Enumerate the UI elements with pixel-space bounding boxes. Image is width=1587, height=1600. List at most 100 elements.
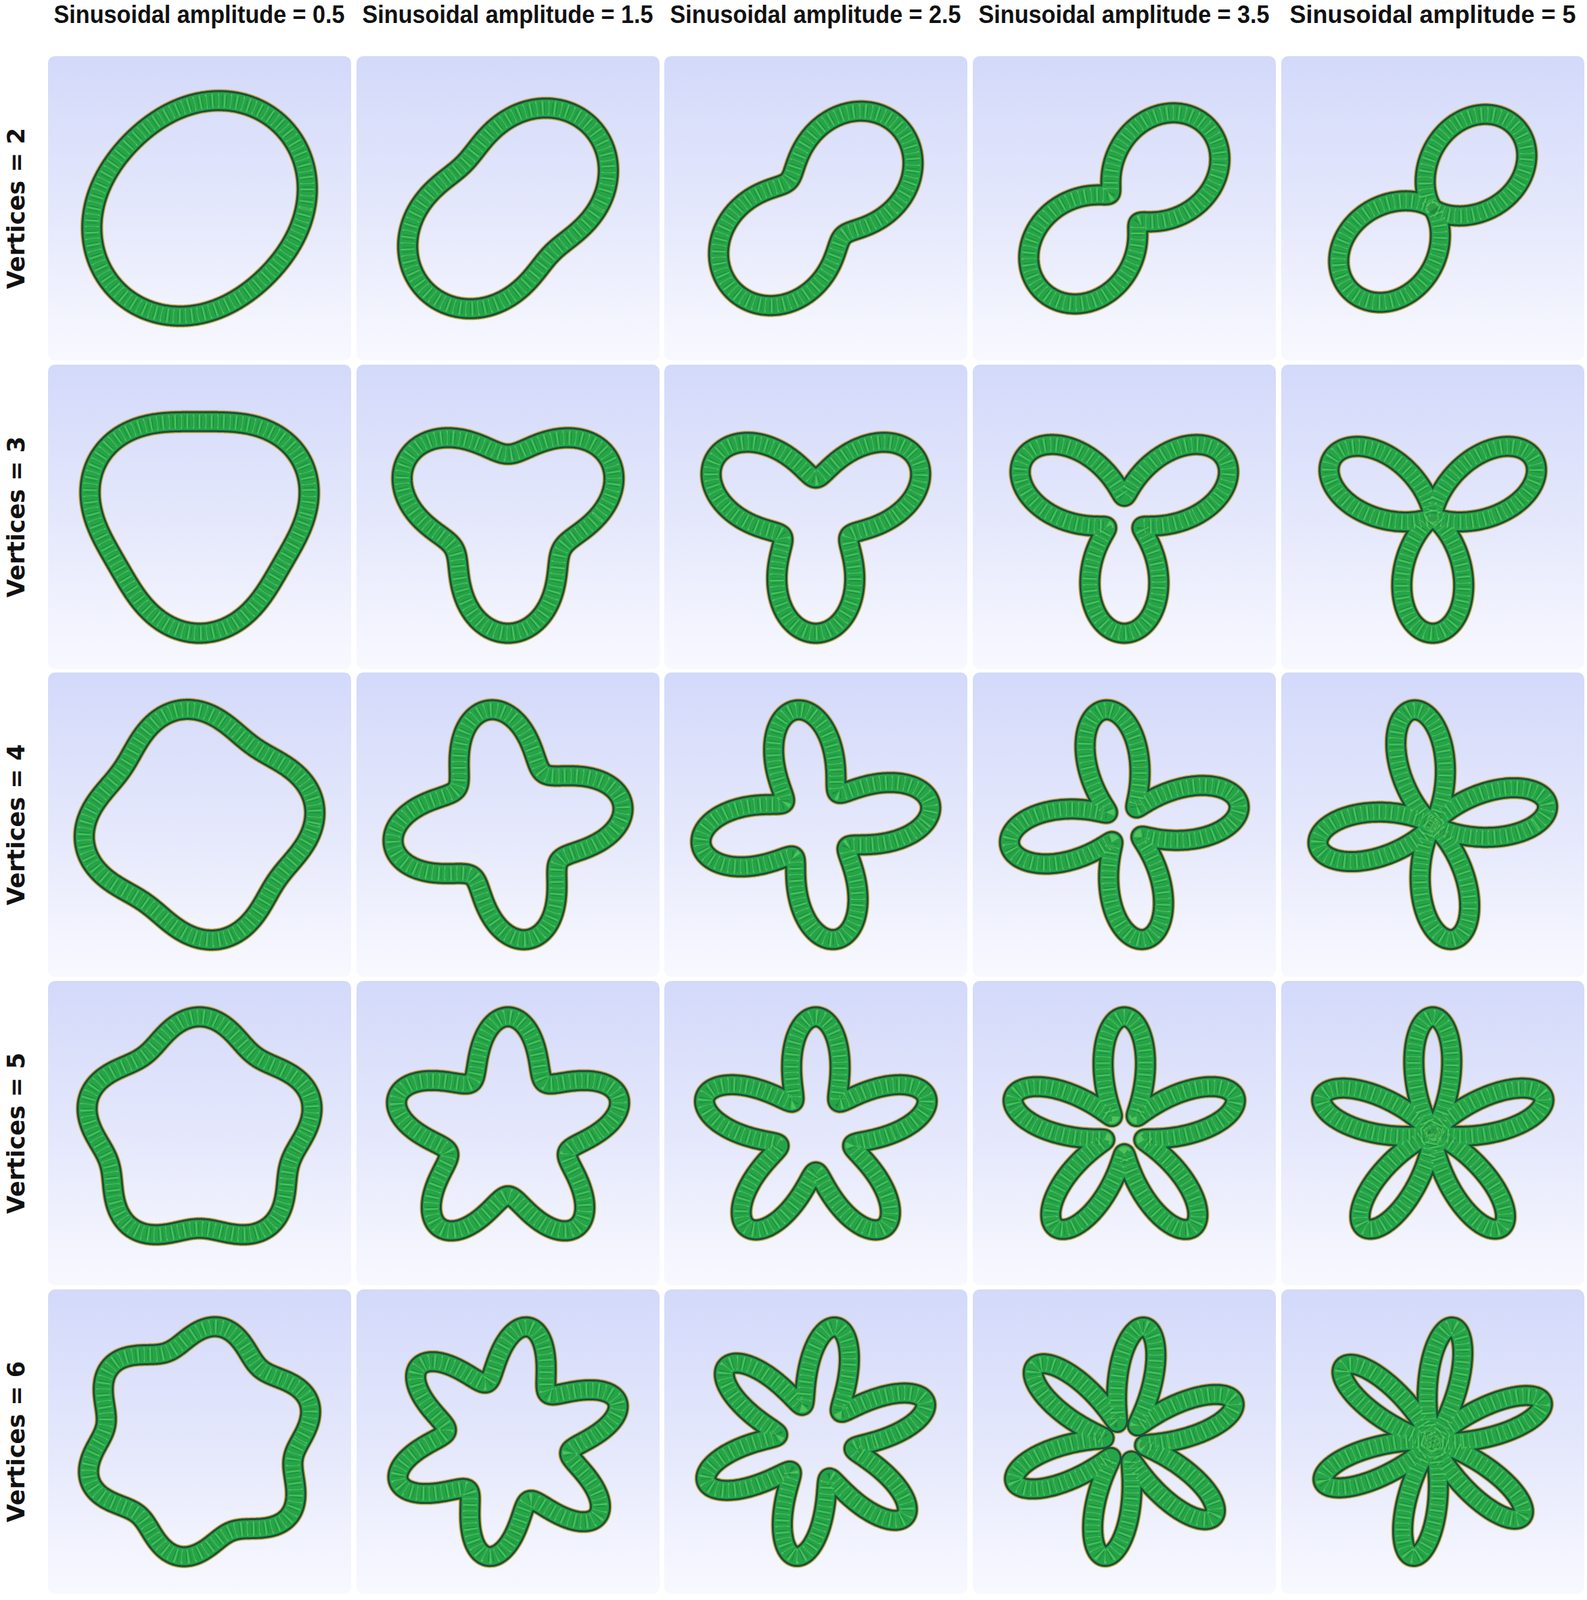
shape-panel [48, 1289, 352, 1594]
ring-band [1014, 1326, 1235, 1556]
shape-panel [1281, 56, 1585, 361]
ring-band [84, 709, 316, 941]
shape-panel [1281, 1289, 1585, 1594]
ring-band [706, 1326, 927, 1556]
ring-band [700, 709, 931, 940]
ring-band [1028, 112, 1220, 304]
ring-band [1338, 114, 1527, 303]
ring-band [84, 709, 316, 941]
ring-band [396, 1016, 620, 1231]
column-header: Sinusoidal amplitude = 2.5 [670, 1, 962, 29]
shape-panel [48, 56, 352, 361]
ring-band [88, 1326, 311, 1557]
ring-band [1317, 709, 1548, 939]
ring-band [88, 1326, 311, 1557]
ring-band [1028, 112, 1220, 304]
ring-band [700, 709, 931, 940]
ring-band [1317, 709, 1548, 939]
ring-band [718, 110, 913, 306]
ring-band [407, 108, 609, 310]
ring-band [1028, 112, 1220, 304]
shape-panel [1281, 364, 1585, 670]
ring-band [1321, 1016, 1544, 1230]
ring-band [87, 1016, 312, 1235]
ring-illustration [356, 1289, 660, 1594]
row-header: Vertices = 6 [2, 1361, 30, 1523]
ring-band [710, 442, 921, 634]
ring-band [1329, 446, 1537, 634]
ring-band [89, 421, 310, 634]
ring-band [1338, 114, 1527, 303]
ring-band [88, 1326, 311, 1557]
ring-band [1009, 709, 1239, 939]
ring-band [710, 442, 921, 634]
ring-band [396, 1016, 620, 1231]
ring-band [704, 1016, 928, 1230]
ring-band [704, 1016, 928, 1230]
ring-band [1323, 1326, 1543, 1556]
ring-band [1013, 1016, 1236, 1230]
ring-band [1329, 446, 1537, 634]
shape-panel [664, 364, 968, 670]
row-header: Vertices = 5 [2, 1052, 30, 1214]
ring-band [710, 442, 921, 634]
ring-band [704, 1016, 928, 1230]
ring-band [396, 1016, 620, 1231]
ring-band [700, 709, 931, 940]
ring-band [397, 1326, 619, 1556]
shape-panel [972, 1289, 1276, 1594]
ring-illustration [48, 364, 352, 670]
ring-band [92, 100, 308, 317]
shape-panel [356, 672, 660, 977]
ring-band [1338, 114, 1527, 303]
ring-band [1013, 1016, 1236, 1230]
ring-band [393, 709, 624, 940]
ring-band [92, 100, 308, 317]
ring-band [92, 100, 308, 317]
shape-panel [356, 980, 660, 1286]
ring-band [700, 709, 931, 940]
ring-band [92, 100, 308, 317]
ring-band [1009, 709, 1239, 939]
shape-panel [48, 980, 352, 1286]
ring-band [710, 442, 921, 634]
ring-band [397, 1326, 619, 1556]
ring-band [1321, 1016, 1544, 1230]
ring-band [397, 1326, 619, 1556]
ring-band [89, 421, 310, 634]
shape-panel [356, 56, 660, 361]
ring-band [706, 1326, 927, 1556]
ring-band [407, 108, 609, 310]
ring-band [87, 1016, 312, 1235]
ring-band [706, 1326, 927, 1556]
ring-band [1013, 1016, 1236, 1230]
ring-band [1323, 1326, 1543, 1556]
shape-panel [972, 672, 1276, 977]
row-header: Vertices = 4 [2, 744, 30, 906]
ring-band [87, 1016, 312, 1235]
ring-band [1321, 1016, 1544, 1230]
ring-band [718, 110, 913, 306]
ring-illustration [1281, 1289, 1585, 1594]
ring-band [1028, 112, 1220, 304]
shape-panel [972, 56, 1276, 361]
ring-band [84, 709, 316, 941]
ring-band [706, 1326, 927, 1556]
ring-illustration [972, 1289, 1276, 1594]
ring-band [1013, 1016, 1236, 1230]
ring-band [84, 709, 316, 941]
ring-band [393, 709, 624, 940]
ring-band [1014, 1326, 1235, 1556]
ring-band [1321, 1016, 1544, 1230]
ring-illustration [356, 56, 660, 361]
ring-illustration [972, 672, 1276, 977]
ring-band [704, 1016, 928, 1230]
ring-band [89, 421, 310, 634]
ring-band [1321, 1016, 1544, 1230]
ring-band [1020, 444, 1229, 634]
column-header: Sinusoidal amplitude = 0.5 [54, 1, 345, 29]
ring-band [1329, 446, 1537, 634]
ring-band [89, 421, 310, 634]
ring-band [396, 1016, 620, 1231]
ring-band [718, 110, 913, 306]
